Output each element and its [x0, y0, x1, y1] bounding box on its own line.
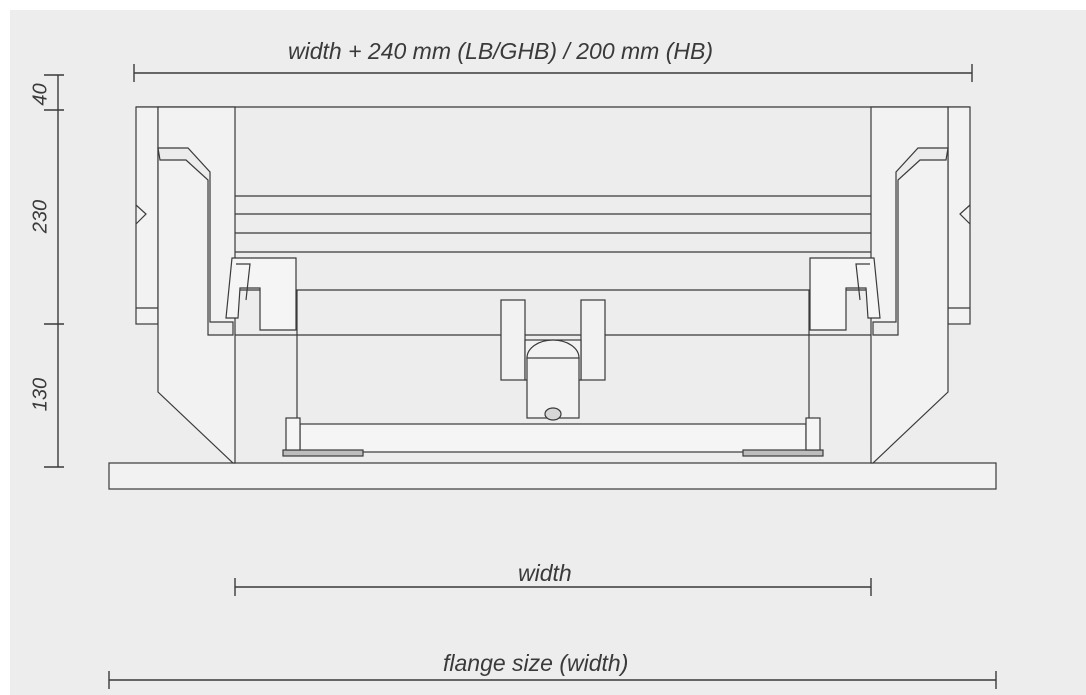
base-flange	[108, 462, 997, 490]
right-side-wall	[870, 106, 949, 464]
left-outer-plate	[135, 106, 159, 325]
height-label-230: 230	[29, 199, 52, 234]
left-bracket	[157, 147, 234, 336]
flange-width-label: flange size (width)	[443, 650, 629, 676]
frame-structure	[108, 106, 997, 490]
right-bracket	[872, 147, 949, 336]
left-side-wall	[157, 106, 236, 464]
bottom-bar	[299, 423, 807, 453]
top-width-label: width + 240 mm (LB/GHB) / 200 mm (HB)	[288, 38, 713, 64]
inner-width-label: width	[518, 560, 572, 586]
right-outer-plate	[947, 106, 971, 325]
left-channel	[225, 257, 297, 331]
height-label-40: 40	[29, 83, 52, 106]
height-label-130: 130	[29, 377, 52, 412]
right-channel	[809, 257, 881, 331]
dimension-lines	[44, 64, 997, 689]
roller-slats	[235, 195, 871, 336]
center-drive	[500, 299, 606, 421]
